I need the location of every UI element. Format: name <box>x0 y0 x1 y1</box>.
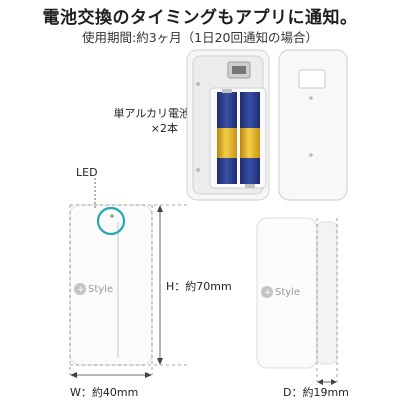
sensor-front-view: + <box>69 178 153 366</box>
height-label: H：約70mm <box>166 280 232 293</box>
brand-logo-side: Style <box>275 287 301 298</box>
led-label: LED <box>76 166 98 179</box>
battery-cover <box>278 49 348 201</box>
battery-count-label: ×2本 <box>150 122 178 135</box>
sensor-side-view: + <box>256 217 338 369</box>
depth-label: D：約19mm <box>283 386 349 399</box>
subheadline: 使用期間:約3ヶ月（1日20回通知の場合） <box>81 30 319 45</box>
width-guide <box>69 205 153 378</box>
battery-left <box>217 89 237 184</box>
svg-text:+: + <box>77 285 85 295</box>
svg-text:+: + <box>264 288 272 298</box>
led-dot <box>110 214 114 218</box>
battery-right <box>240 92 260 188</box>
width-label: W：約40mm <box>70 386 139 399</box>
plus-circle-icon <box>261 286 273 298</box>
headline: 電池交換のタイミングもアプリに通知。 <box>42 8 358 28</box>
height-guide <box>70 204 190 366</box>
led-highlight-ring <box>96 206 126 236</box>
brand-logo-front: Style <box>88 284 114 295</box>
depth-guide <box>316 218 338 385</box>
battery-type-label: 単アルカリ電池 <box>113 107 190 120</box>
plus-circle-icon <box>74 283 86 295</box>
